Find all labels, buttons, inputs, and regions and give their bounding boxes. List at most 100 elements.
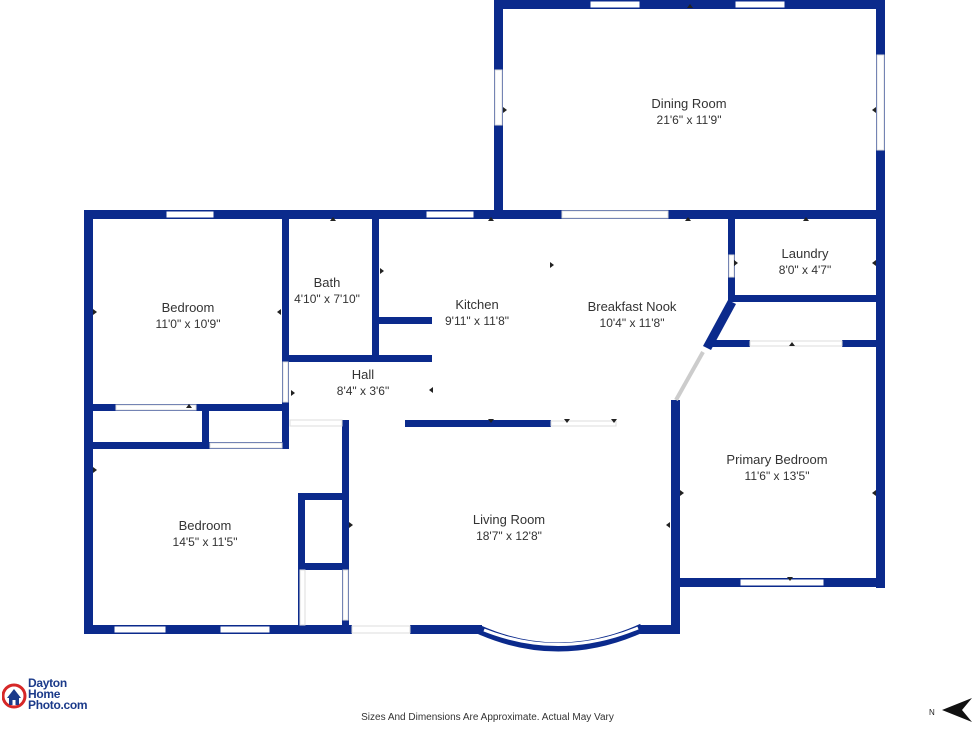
- logo-line: Home: [28, 687, 61, 701]
- wall: [712, 340, 750, 347]
- room-label-hall: Hall 8'4" x 3'6": [337, 366, 389, 399]
- tick: [93, 467, 97, 473]
- bay-wall: [478, 623, 644, 652]
- window: [739, 578, 825, 587]
- window: [113, 625, 167, 634]
- tick: [186, 404, 192, 408]
- opening: [728, 254, 735, 278]
- dayton-home-photo-logo: [2, 683, 27, 709]
- opening: [289, 419, 343, 427]
- logo-line: Dayton: [28, 676, 67, 690]
- room-dimensions: 9'11" x 11'8": [444, 314, 510, 328]
- bay-window: [478, 623, 644, 652]
- wall: [84, 210, 885, 219]
- room-label-living-room: Living Room 18'7" x 12'8": [473, 511, 545, 544]
- room-dimensions: 11'0" x 10'9": [155, 317, 221, 331]
- room-name: Breakfast Nook: [587, 299, 677, 314]
- tick: [429, 387, 433, 393]
- tick: [349, 522, 353, 528]
- tick: [680, 490, 684, 496]
- room-dimensions: 21'6" x 11'9": [656, 113, 722, 127]
- wall: [202, 404, 209, 449]
- room-name: Dining Room: [651, 96, 727, 111]
- wall: [640, 625, 680, 634]
- room-label-bedroom-2: Bedroom 14'5" x 11'5": [173, 517, 238, 550]
- compass-letter: N: [929, 708, 935, 717]
- room-dimensions: 8'4" x 3'6": [336, 384, 390, 398]
- wall: [842, 340, 885, 347]
- logo-line: Photo.com: [28, 698, 88, 712]
- opening: [561, 210, 669, 219]
- tick-marks: [93, 4, 876, 581]
- tick: [564, 419, 570, 423]
- tick: [687, 4, 693, 8]
- window: [165, 210, 215, 219]
- tick: [503, 107, 507, 113]
- wall: [298, 563, 348, 570]
- opening: [115, 404, 197, 411]
- windows: [113, 0, 825, 634]
- room-label-bath: Bath 4'10" x 7'10": [294, 274, 360, 307]
- room-label-bedroom-1: Bedroom 11'0" x 10'9": [156, 299, 221, 332]
- room-label-laundry: Laundry 8'0" x 4'7": [779, 245, 831, 278]
- tick: [277, 309, 281, 315]
- tick: [789, 342, 795, 346]
- tick: [734, 260, 738, 266]
- room-label-dining-room: Dining Room 21'6" x 11'9": [651, 95, 726, 128]
- wall: [372, 215, 379, 360]
- openings: [115, 54, 885, 634]
- tick: [93, 309, 97, 315]
- tick: [488, 217, 494, 221]
- wall: [282, 355, 432, 362]
- opening: [876, 54, 885, 151]
- wall: [282, 404, 289, 449]
- room-name: Bedroom: [178, 518, 232, 533]
- north-arrow-icon: [942, 698, 972, 722]
- room-name: Laundry: [781, 246, 829, 261]
- wall: [672, 400, 680, 410]
- opening: [494, 69, 503, 126]
- wall: [298, 493, 348, 500]
- tick: [872, 260, 876, 266]
- window: [589, 0, 641, 9]
- wall: [282, 215, 289, 405]
- opening-line: [674, 351, 705, 401]
- opening: [749, 340, 843, 347]
- room-label-kitchen: Kitchen 9'11" x 11'8": [445, 296, 509, 329]
- wall: [876, 210, 885, 588]
- opening: [342, 569, 349, 621]
- bay-glass: [483, 626, 639, 646]
- logo-text: Dayton Home Photo.com: [28, 676, 88, 712]
- opening: [209, 442, 283, 449]
- logo-door: [12, 700, 16, 705]
- tick: [488, 419, 494, 423]
- tick: [666, 522, 670, 528]
- disclaimer-note: Sizes And Dimensions Are Approximate. Ac…: [361, 712, 614, 723]
- wall: [372, 317, 432, 324]
- wall: [410, 625, 482, 634]
- wall: [342, 420, 349, 632]
- room-dimensions: 18'7" x 12'8": [476, 529, 542, 543]
- logo-house-icon: [7, 689, 21, 705]
- window: [425, 210, 475, 219]
- wall: [703, 300, 736, 350]
- opening: [550, 420, 617, 427]
- room-name: Primary Bedroom: [726, 452, 828, 467]
- tick: [330, 217, 336, 221]
- tick: [380, 268, 384, 274]
- tick: [872, 490, 876, 496]
- tick: [291, 390, 295, 396]
- opening: [299, 569, 306, 626]
- room-label-primary-bedroom: Primary Bedroom 11'6" x 13'5": [726, 451, 827, 484]
- opening: [351, 625, 411, 634]
- room-dimensions: 4'10" x 7'10": [294, 292, 360, 306]
- room-dimensions: 11'6" x 13'5": [744, 469, 810, 483]
- logo-ring: [2, 683, 27, 709]
- tick: [803, 217, 809, 221]
- wall: [405, 420, 551, 427]
- room-label-breakfast-nook: Breakfast Nook 10'4" x 11'8": [588, 298, 677, 331]
- opening: [282, 361, 289, 403]
- tick: [611, 419, 617, 423]
- wall: [84, 210, 93, 634]
